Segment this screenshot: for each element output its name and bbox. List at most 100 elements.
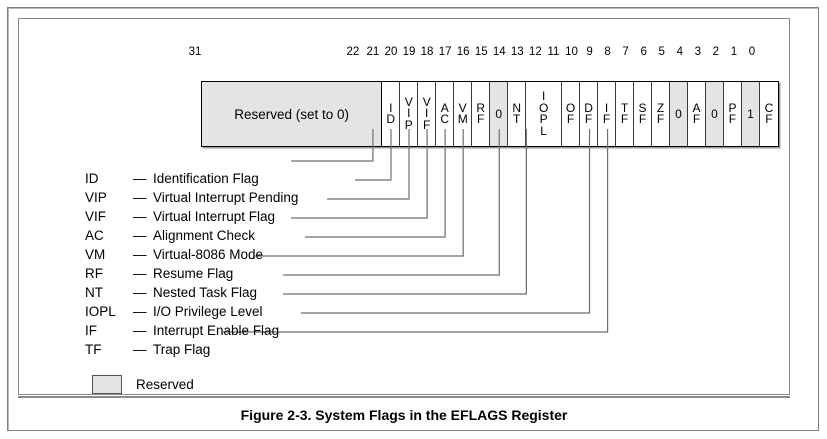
register-cell-df-bit10: D F (580, 82, 599, 146)
bit-number-13: 13 (510, 46, 524, 58)
reserved-key-label: Reserved (136, 377, 194, 392)
register-cell-label: C F (764, 100, 774, 126)
legend-abbr: RF (85, 266, 103, 281)
legend-row-rf: RF — Resume Flag (85, 264, 785, 283)
register-cell-0-bit15: 0 (490, 82, 509, 146)
bit-number-11: 11 (547, 46, 560, 58)
bit-number-19: 19 (402, 46, 416, 58)
bit-number-22: 22 (346, 46, 360, 58)
legend-abbr: VIF (85, 209, 107, 224)
register-cell-label: D F (584, 100, 593, 126)
register-cell-label: O F (565, 100, 576, 126)
legend-abbr: VIP (85, 190, 107, 205)
legend-description: Resume Flag (153, 266, 234, 281)
legend-abbr: IF (85, 323, 97, 338)
bit-number-9: 9 (586, 46, 593, 58)
register-cell-label: 1 (747, 107, 754, 121)
caption-divider (18, 396, 790, 398)
legend-dash: — (133, 323, 147, 338)
register-cell-0-bit5: 0 (670, 82, 688, 146)
legend-row-id: ID—Identification Flag (85, 169, 785, 188)
legend-row-ac: AC—Alignment Check (85, 226, 785, 245)
legend-description: I/O Privilege Level (153, 304, 263, 319)
register-cell-1-bit1: 1 (741, 82, 760, 146)
register-cell-pf-bit2: P F (723, 82, 742, 146)
register-cell-tf-bit8: T F (616, 82, 635, 146)
legend-dash: — (133, 247, 147, 262)
register-cell-label: 0 (711, 107, 718, 121)
legend-abbr: IOPL (85, 304, 116, 319)
eflags-register-strip: Reserved (set to 0) I D V I P V I F A C V M R … (201, 81, 779, 147)
bit-number-16: 16 (456, 46, 470, 58)
bit-number-20: 20 (384, 46, 398, 58)
legend-description: Virtual Interrupt Flag (153, 209, 276, 224)
legend-description: Interrupt Enable Flag (153, 323, 280, 338)
legend-abbr: AC (85, 228, 104, 243)
legend-row-if: IF — Interrupt Enable Flag (85, 321, 785, 340)
register-cell-label: I F (602, 100, 611, 126)
register-cell-label: T F (620, 100, 629, 126)
register-cell-sf-bit7: S F (634, 82, 653, 146)
register-cell-vip-bit20: V I P (400, 82, 419, 146)
legend-description: Identification Flag (153, 171, 259, 186)
bit-number-0: 0 (748, 46, 756, 58)
bit-number-21: 21 (366, 46, 380, 58)
bit-number-2: 2 (712, 46, 720, 58)
legend-abbr: TF (85, 342, 102, 357)
bit-number-12: 12 (528, 46, 542, 58)
register-cell-label: A F (692, 100, 701, 126)
register-cell-label: S F (638, 100, 647, 126)
register-cell-label: P F (728, 100, 737, 126)
legend-dash: — (133, 266, 147, 281)
legend-dash: — (133, 285, 147, 300)
legend-description: Virtual-8086 Mode (153, 247, 264, 262)
register-cell-label: V M (457, 100, 468, 126)
bit-number-7: 7 (622, 46, 629, 58)
register-cell-vif-bit19: V I F (418, 82, 437, 146)
bit-number-10: 10 (565, 46, 578, 58)
register-cell-id-bit21: I D (382, 82, 401, 146)
legend-abbr: VM (85, 247, 106, 262)
register-cell-label: I D (386, 100, 396, 126)
register-cell-label: I O P L (538, 89, 549, 138)
register-cell-label: R F (476, 100, 486, 126)
register-cell-ac-bit18: A C (436, 82, 455, 146)
page-outer-border (7, 7, 819, 431)
register-cell-vm-bit17: V M (454, 82, 473, 146)
register-cell-0-bit3: 0 (705, 82, 724, 146)
bit-number-8: 8 (604, 46, 611, 58)
legend-row-vm: VM — Virtual-8086 Mode (85, 245, 785, 264)
register-cell-af-bit4: A F (688, 82, 706, 146)
reserved-block-label: Reserved (set to 0) (234, 106, 350, 122)
legend-row-vif: VIF — Virtual Interrupt Flag (85, 207, 785, 226)
register-cell-reserved: Reserved (set to 0) (202, 82, 383, 146)
legend-abbr: ID (85, 171, 99, 186)
legend-row-iopl: IOPL—I/O Privilege Level (85, 302, 785, 321)
register-cell-label: V I P (404, 94, 413, 132)
register-cell-label: 0 (675, 107, 682, 121)
register-cell-nt-bit14: N T (508, 82, 527, 146)
legend-dash: — (133, 342, 147, 357)
bit-number-6: 6 (640, 46, 647, 58)
bit-number-15: 15 (474, 46, 488, 58)
figure-caption: Figure 2-3. System Flags in the EFLAGS R… (240, 407, 568, 423)
legend-abbr: NT (85, 285, 103, 300)
register-cell-label: N T (512, 100, 521, 126)
bit-number-17: 17 (438, 46, 452, 58)
register-cell-of-bit11: O F (562, 82, 581, 146)
legend-description: Virtual Interrupt Pending (153, 190, 299, 205)
legend-dash: — (133, 209, 147, 224)
legend-dash: — (133, 228, 147, 243)
bit-number-31: 31 (188, 46, 202, 58)
bit-number-3: 3 (694, 46, 702, 58)
reserved-key: Reserved (92, 375, 194, 394)
legend-dash: — (133, 190, 147, 205)
register-cell-label: V I F (422, 94, 431, 132)
reserved-swatch-icon (92, 375, 122, 394)
register-cell-label: A C (440, 100, 450, 126)
legend-description: Nested Task Flag (153, 285, 258, 300)
